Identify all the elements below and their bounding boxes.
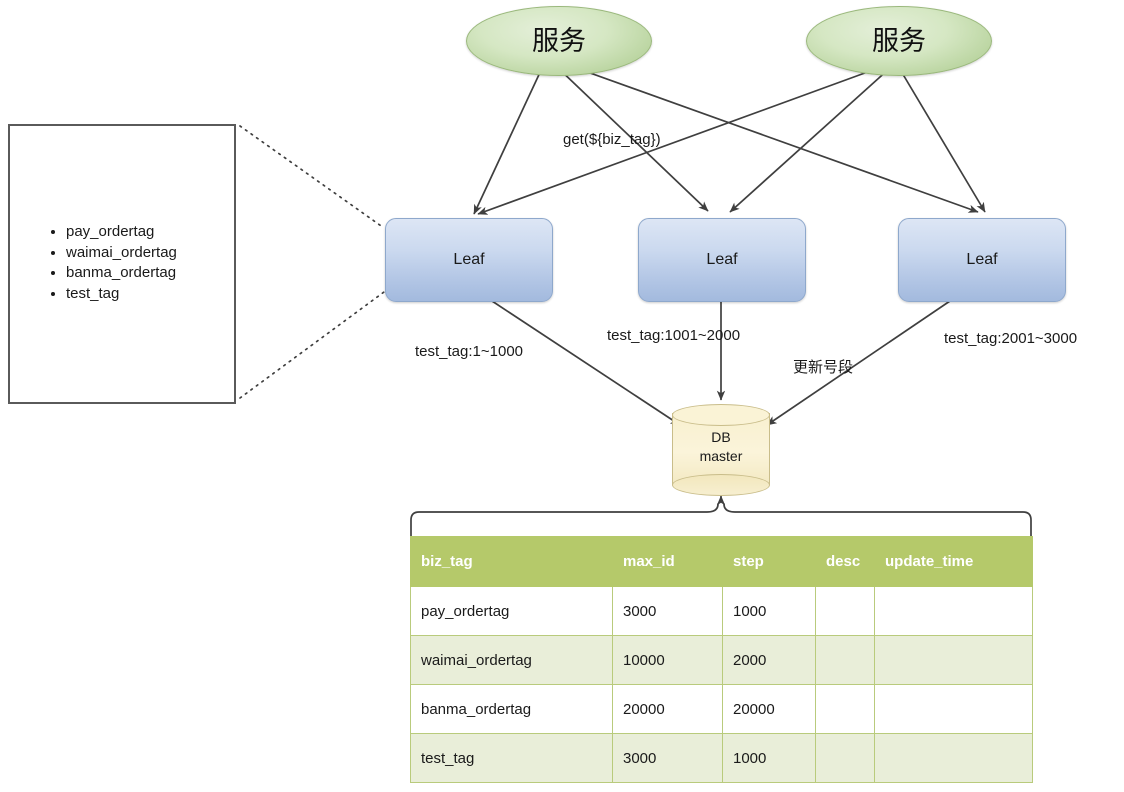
service-label: 服务 <box>872 25 926 56</box>
cell-update-time <box>874 635 1033 685</box>
table-row: test_tag 3000 1000 <box>410 733 1033 783</box>
cell-biz-tag: pay_ordertag <box>410 586 613 636</box>
table-brace <box>410 503 1032 537</box>
column-header-max-id: max_id <box>612 536 723 587</box>
edge-label-segment-left: test_tag:1~1000 <box>415 343 524 360</box>
table-row: pay_ordertag 3000 1000 <box>410 586 1033 636</box>
leaf-alloc-table: biz_tag max_id step desc update_time pay… <box>410 536 1033 783</box>
leaf-label: Leaf <box>706 251 738 268</box>
column-header-update-time: update_time <box>874 536 1033 587</box>
edge-leaf-3-to-db <box>766 300 951 426</box>
column-header-desc: desc <box>815 536 875 587</box>
cell-biz-tag: waimai_ordertag <box>410 635 613 685</box>
cell-desc <box>815 586 875 636</box>
service-label: 服务 <box>532 25 586 56</box>
db-cylinder-top <box>672 404 770 426</box>
leaf-node-3[interactable]: Leaf <box>898 218 1066 302</box>
cell-step: 20000 <box>722 684 816 734</box>
cell-step: 1000 <box>722 586 816 636</box>
cell-max-id: 3000 <box>612 586 723 636</box>
cell-desc <box>815 684 875 734</box>
cell-biz-tag: banma_ordertag <box>410 684 613 734</box>
cell-update-time <box>874 586 1033 636</box>
service-node-right[interactable]: 服务 <box>806 6 992 76</box>
cell-biz-tag: test_tag <box>410 733 613 783</box>
db-label: DB master <box>672 428 770 466</box>
cell-desc <box>815 733 875 783</box>
edge-service-left-to-leaf-2 <box>555 65 709 212</box>
cell-update-time <box>874 733 1033 783</box>
leaf-label: Leaf <box>966 251 998 268</box>
edge-label-segment-mid: test_tag:1001~2000 <box>607 327 741 344</box>
edge-service-left-to-leaf-3 <box>564 63 979 213</box>
service-node-left[interactable]: 服务 <box>466 6 652 76</box>
db-master-node[interactable]: DB master <box>672 404 770 496</box>
cell-max-id: 3000 <box>612 733 723 783</box>
db-label-line1: DB <box>711 429 731 445</box>
cell-desc <box>815 635 875 685</box>
edge-service-right-to-leaf-3 <box>897 65 986 213</box>
edge-service-right-to-leaf-2 <box>729 67 891 213</box>
leaf-node-2[interactable]: Leaf <box>638 218 806 302</box>
cell-step: 1000 <box>722 733 816 783</box>
cell-max-id: 10000 <box>612 635 723 685</box>
edge-service-right-to-leaf-1 <box>477 65 885 215</box>
biz-tag-legend-box: pay_ordertag waimai_ordertag banma_order… <box>8 124 236 404</box>
list-item: banma_ordertag <box>66 263 177 284</box>
edge-label-segment-right: test_tag:2001~3000 <box>944 330 1078 347</box>
edge-label-update-segment: 更新号段 <box>793 359 854 376</box>
db-cylinder-bottom <box>672 474 770 496</box>
cell-step: 2000 <box>722 635 816 685</box>
table-row: banma_ordertag 20000 20000 <box>410 684 1033 734</box>
table-row: waimai_ordertag 10000 2000 <box>410 635 1033 685</box>
cell-update-time <box>874 684 1033 734</box>
column-header-step: step <box>722 536 816 587</box>
leaf-label: Leaf <box>453 251 485 268</box>
callout-line-top <box>239 125 385 229</box>
list-item: pay_ordertag <box>66 222 177 243</box>
callout-line-bottom <box>239 291 385 399</box>
db-label-line2: master <box>699 448 743 464</box>
leaf-node-1[interactable]: Leaf <box>385 218 553 302</box>
edge-service-left-to-leaf-1 <box>473 65 544 215</box>
table-header-row: biz_tag max_id step desc update_time <box>410 536 1033 587</box>
edge-leaf-1-to-db <box>491 300 681 426</box>
edge-label-get-request: get(${biz_tag}) <box>563 131 661 148</box>
list-item: waimai_ordertag <box>66 243 177 264</box>
biz-tag-list: pay_ordertag waimai_ordertag banma_order… <box>66 222 177 304</box>
cell-max-id: 20000 <box>612 684 723 734</box>
column-header-biz-tag: biz_tag <box>410 536 613 587</box>
list-item: test_tag <box>66 284 177 305</box>
